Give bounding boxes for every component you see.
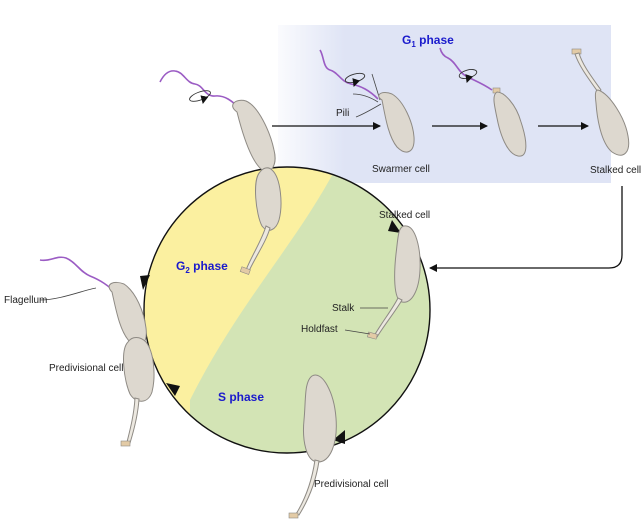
- g1-phase-label: G1 phase: [402, 33, 454, 49]
- flagellum-label: Flagellum: [4, 295, 47, 306]
- s-phase-label: S phase: [218, 390, 264, 404]
- predivisional-cell-bottom-label: Predivisional cell: [314, 479, 388, 490]
- predivisional-cell-left: [40, 257, 154, 446]
- return-arrow: [430, 186, 622, 268]
- stalked-cell-right-label: Stalked cell: [379, 210, 430, 221]
- g1-phase-background: [278, 25, 611, 183]
- stalk-label: Stalk: [332, 303, 355, 314]
- swimming-cell-top-left: [160, 71, 275, 171]
- pili-label: Pili: [336, 108, 349, 119]
- holdfast-label: Holdfast: [301, 324, 338, 335]
- predivisional-cell-left-label: Predivisional cell: [49, 363, 123, 374]
- g2-phase-label: G2 phase: [176, 259, 228, 275]
- swarmer-cell-label: Swarmer cell: [372, 164, 430, 175]
- stalked-cell-top-label: Stalked cell: [590, 165, 641, 176]
